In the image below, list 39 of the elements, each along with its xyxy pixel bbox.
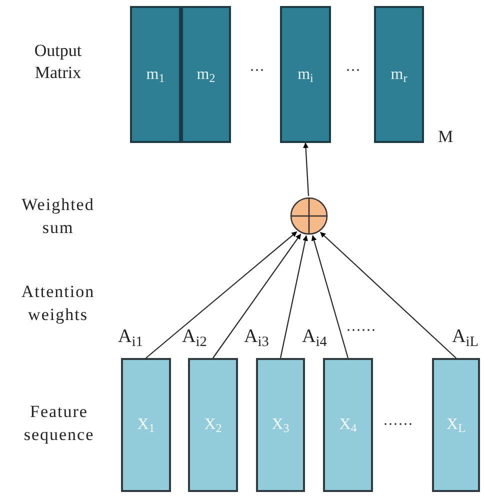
- text-label: M: [438, 126, 454, 148]
- text-label: Weighted sum: [20, 194, 96, 239]
- box-label: m$_{i}$: [298, 64, 314, 86]
- text-label: Output Matrix: [33, 40, 83, 84]
- box-label: m$_{1}$: [146, 64, 165, 86]
- arrow: [303, 142, 310, 196]
- box-label: X$_{2}$: [204, 415, 222, 437]
- arrow: [212, 234, 302, 358]
- edge-label: A$_{i4}$: [302, 326, 327, 348]
- text-label: ······: [383, 416, 414, 435]
- box-label: X$_{1}$: [137, 415, 155, 437]
- text-label: ···: [344, 62, 362, 81]
- text-label: ······: [346, 322, 377, 341]
- text-label: Attention weights: [20, 281, 96, 326]
- edge-label: A$_{i1}$: [118, 326, 143, 348]
- arrow: [146, 231, 298, 358]
- feature-box: [121, 358, 171, 492]
- box-label: X$_{4}$: [339, 415, 357, 437]
- matrix-column: [130, 6, 181, 143]
- edge-label: A$_{i3}$: [244, 326, 269, 348]
- matrix-column: [374, 6, 424, 143]
- sum-circle: [290, 197, 328, 235]
- box-label: X$_{L}$: [446, 415, 466, 437]
- matrix-column: [181, 6, 231, 143]
- box-label: X$_{3}$: [272, 415, 290, 437]
- arrow: [311, 235, 349, 358]
- box-label: m$_{2}$: [196, 64, 216, 86]
- box-label: m$_{r}$: [390, 64, 408, 86]
- text-label: Feature sequence: [22, 401, 96, 446]
- arrow: [280, 235, 308, 358]
- edge-label: A$_{i2}$: [182, 326, 207, 348]
- feature-box: [432, 358, 480, 492]
- feature-box: [188, 358, 238, 492]
- edge-label: A$_{iL}$: [452, 326, 478, 348]
- arrow: [320, 232, 456, 358]
- feature-box: [323, 358, 373, 492]
- text-label: ···: [248, 62, 266, 81]
- feature-box: [256, 358, 305, 492]
- matrix-column: [280, 6, 331, 143]
